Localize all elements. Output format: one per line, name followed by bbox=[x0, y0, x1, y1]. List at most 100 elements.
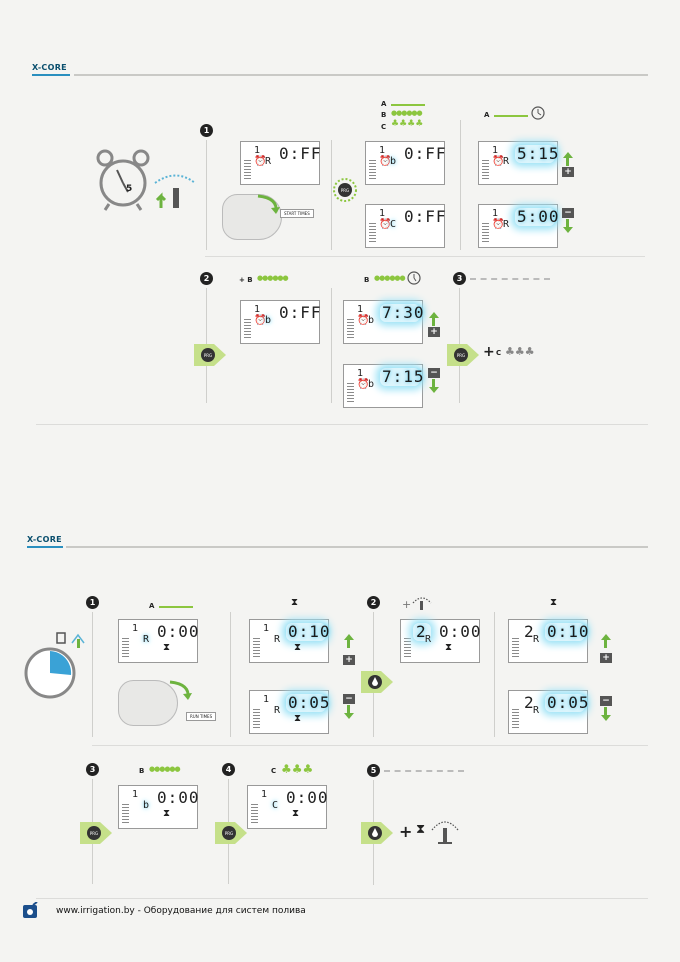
bottom-legend-b: B bbox=[139, 767, 145, 775]
plus-c-sign: + bbox=[483, 344, 495, 360]
legend-a-bar bbox=[391, 104, 425, 106]
bottom-step-1-line bbox=[92, 612, 93, 737]
hourglass-icon: ⧗ bbox=[416, 822, 426, 837]
prg-button-glow-icon[interactable]: PRG bbox=[333, 178, 357, 202]
prg-arrow-button-icon[interactable]: PRG bbox=[80, 822, 112, 844]
top-brand-underline bbox=[32, 74, 70, 76]
hourglass-icon: ⧗ bbox=[163, 808, 171, 819]
bottom-col2-line bbox=[230, 612, 231, 737]
bottom-brand-title: X-CORE bbox=[27, 535, 62, 544]
bottom-lcd-2-010: 2 R 0:10 bbox=[508, 619, 589, 663]
bottom-step-2-badge: 2 bbox=[367, 596, 380, 609]
top-lcd-715: 1 ⏰ b 7:15 bbox=[343, 364, 424, 408]
top-step-3-dash bbox=[470, 278, 550, 280]
calendar-icon: ⏰ bbox=[254, 156, 267, 167]
turn-arrow-icon bbox=[169, 680, 192, 700]
calendar-icon: ⏰ bbox=[357, 315, 370, 326]
calendar-icon: ⏰ bbox=[492, 156, 505, 167]
top-step-1-line bbox=[206, 140, 207, 250]
bottom-page-rule bbox=[36, 898, 648, 899]
top-header-rule bbox=[74, 74, 648, 76]
down-arrow-icon bbox=[601, 715, 611, 721]
plus-b-dots: ●●●●●● bbox=[257, 274, 289, 282]
minus-button[interactable]: − bbox=[562, 208, 574, 218]
clock-icon bbox=[531, 106, 545, 120]
prg-arrow-button-icon[interactable]: PRG bbox=[447, 344, 479, 366]
svg-text:PRG: PRG bbox=[204, 353, 212, 358]
hourglass-icon: ⧗ bbox=[445, 642, 453, 653]
top-brand-title: X-CORE bbox=[32, 63, 67, 72]
water-drop-arrow-button-icon[interactable] bbox=[361, 822, 393, 844]
plus-sign: + bbox=[399, 822, 413, 841]
legend-b-dots: ●●●●●● bbox=[391, 109, 423, 117]
hourglass-icon: ⧗ bbox=[292, 808, 300, 819]
legend-c-trees-icon: ♣♣♣♣ bbox=[391, 119, 424, 129]
plus-button[interactable]: + bbox=[343, 655, 355, 665]
legend-a: A bbox=[381, 100, 387, 108]
bottom-lcd-010: 1 R ⧗ 0:10 bbox=[249, 619, 330, 663]
bottom-step-1-badge: 1 bbox=[86, 596, 99, 609]
top-step-1-badge: 1 bbox=[200, 124, 213, 137]
clock-digit: 5 bbox=[126, 184, 133, 194]
top-lcd-730: 1 ⏰ b 7:30 bbox=[343, 300, 424, 344]
hourglass-icon: ⧗ bbox=[294, 713, 302, 724]
top-col2b-line bbox=[331, 288, 332, 403]
plus-c-label: C bbox=[496, 349, 502, 357]
up-arrow-icon bbox=[429, 312, 439, 318]
top-lcd-step1-off: 1 ⏰ R 0:FF bbox=[240, 141, 321, 185]
bottom-lcd-2-005: 2 R 0:05 bbox=[508, 690, 589, 734]
plus-button[interactable]: + bbox=[600, 653, 612, 663]
top-row-divider bbox=[205, 256, 645, 257]
top-col2-line bbox=[331, 140, 332, 250]
down-arrow-icon bbox=[344, 713, 354, 719]
bottom-legend-b-dots: ●●●●●● bbox=[149, 765, 181, 773]
top-lcd-500: 1 ⏰ R 5:00 bbox=[478, 204, 559, 248]
top-col3-line bbox=[460, 120, 461, 250]
top-lcd-b-off: 1 ⏰ b 0:FF bbox=[365, 141, 446, 185]
down-arrow-icon bbox=[563, 227, 573, 233]
bottom-lcd-step1: 1 R ⧗ 0:00 bbox=[118, 619, 199, 663]
bottom-brand-underline bbox=[27, 546, 63, 548]
col2b-legend-b: B bbox=[364, 276, 370, 284]
calendar-icon: ⏰ bbox=[357, 379, 370, 390]
svg-text:PRG: PRG bbox=[457, 353, 465, 358]
col3-legend-a-bar bbox=[494, 115, 528, 117]
minus-button[interactable]: − bbox=[600, 696, 612, 706]
footer-text[interactable]: www.irrigation.by - Оборудование для сис… bbox=[56, 906, 306, 916]
bottom-lcd-station2: 2 R ⧗ 0:00 bbox=[400, 619, 481, 663]
up-arrow-icon bbox=[344, 634, 354, 640]
plus-button[interactable]: + bbox=[428, 327, 440, 337]
bottom-legend-c: C bbox=[271, 767, 277, 775]
plus-button[interactable]: + bbox=[562, 167, 574, 177]
hourglass-icon: ⧗ bbox=[291, 597, 299, 608]
legend-c: C bbox=[381, 123, 387, 131]
turn-arrow-icon bbox=[257, 194, 280, 214]
hourglass-icon: ⧗ bbox=[163, 642, 171, 653]
bottom-header-rule bbox=[66, 546, 648, 548]
top-lcd-step2-b: 1 ⏰ b 0:FF bbox=[240, 300, 321, 344]
svg-text:PRG: PRG bbox=[341, 188, 349, 193]
minus-button[interactable]: − bbox=[343, 694, 355, 704]
calendar-icon: ⏰ bbox=[379, 219, 392, 230]
bottom-step-5-badge: 5 bbox=[367, 764, 380, 777]
prg-arrow-button-icon[interactable]: PRG bbox=[194, 344, 226, 366]
bottom-step-3-badge: 3 bbox=[86, 763, 99, 776]
site-logo-icon bbox=[23, 902, 38, 918]
minus-button[interactable]: − bbox=[428, 368, 440, 378]
bottom-lcd-005: 1 R ⧗ 0:05 bbox=[249, 690, 330, 734]
sprinkler-icon bbox=[431, 821, 459, 844]
water-drop-arrow-button-icon[interactable] bbox=[361, 671, 393, 693]
grey-trees-icon: ♣♣♣ bbox=[505, 345, 535, 358]
clock-icon bbox=[407, 271, 421, 285]
bottom-row-divider bbox=[92, 745, 648, 746]
alarm-clock-sprinkler-icon bbox=[96, 149, 195, 211]
prg-arrow-button-icon[interactable]: PRG bbox=[215, 822, 247, 844]
down-arrow-icon bbox=[429, 387, 439, 393]
top-step-2-badge: 2 bbox=[200, 272, 213, 285]
run-times-button[interactable]: RUN TIMES bbox=[186, 712, 217, 721]
svg-text:PRG: PRG bbox=[90, 831, 98, 836]
bottom-legend-a-bar bbox=[159, 606, 193, 608]
start-times-button[interactable]: START TIMES bbox=[280, 209, 314, 218]
hourglass-icon: ⧗ bbox=[294, 642, 302, 653]
top-step-3-badge: 3 bbox=[453, 272, 466, 285]
